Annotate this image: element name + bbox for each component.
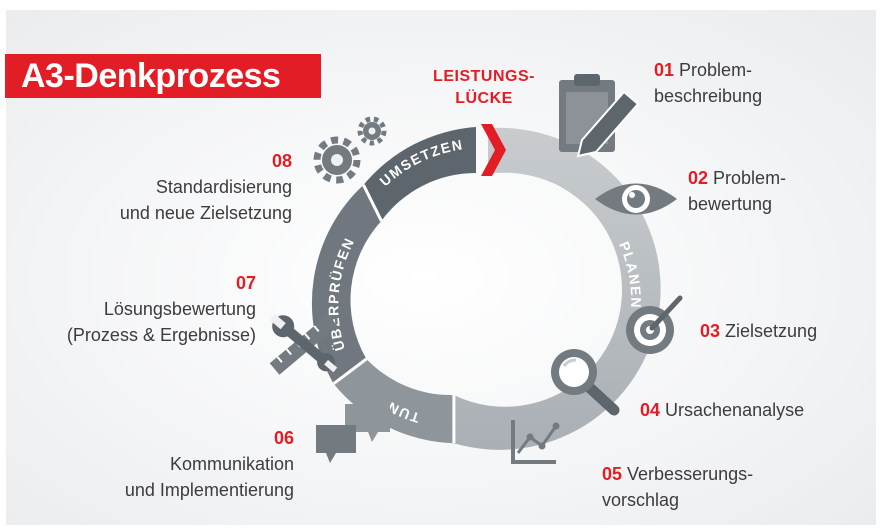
magnifier-icon <box>551 349 620 416</box>
eye-icon <box>595 183 677 215</box>
step-text-line1: Ursachenanalyse <box>665 400 805 420</box>
step-text-line1: Kommunikation <box>169 454 294 474</box>
step-text-line2: bewertung <box>688 194 773 214</box>
step-number: 06 <box>273 428 294 448</box>
page-title: A3-Denkprozess <box>21 57 281 95</box>
step-text-line1: Lösungsbewertung <box>103 299 256 319</box>
gap-label: LEISTUNGS- LÜCKE <box>420 66 548 110</box>
gap-label-line1: LEISTUNGS- <box>433 68 535 85</box>
title-badge <box>5 54 321 98</box>
step-number: 03 <box>700 321 721 341</box>
ring-segment-planen <box>453 127 661 450</box>
wrench-ruler-icon <box>269 314 338 375</box>
step-text-line2: beschreibung <box>654 86 763 106</box>
clipboard-pencil-icon <box>559 74 640 158</box>
step-text-line1: Problem- <box>713 168 787 188</box>
chart-icon <box>511 420 560 464</box>
step-text-line1: Verbesserungs- <box>627 464 754 484</box>
speech-bubbles-icon <box>316 404 390 463</box>
step-number: 08 <box>271 151 292 171</box>
ring-segment-ueberpruefen <box>311 184 382 384</box>
step-06-label: 06 Kommunikation und Implementierung <box>125 425 294 503</box>
step-text-line2: und neue Zielsetzung <box>119 203 292 223</box>
target-icon <box>626 295 683 354</box>
step-text-line2: (Prozess & Ergebnisse) <box>66 325 256 345</box>
step-text-line1: Zielsetzung <box>725 321 818 341</box>
ring-segment-tun <box>333 359 454 444</box>
step-text-line1: Standardisierung <box>155 177 292 197</box>
gap-label-line2: LÜCKE <box>455 90 513 107</box>
step-07-label: 07 Lösungsbewertung (Prozess & Ergebniss… <box>67 270 256 348</box>
gears-icon <box>313 116 387 184</box>
step-number: 01 <box>654 60 675 80</box>
gap-chevron-icon <box>481 124 506 176</box>
step-text-line1: Problem- <box>679 60 753 80</box>
step-number: 02 <box>688 168 709 188</box>
step-text-line2: vorschlag <box>602 490 680 510</box>
step-text-line2: und Implementierung <box>124 480 294 500</box>
ring-segment-umsetzen <box>363 127 476 221</box>
step-08-label: 08 Standardisierung und neue Zielsetzung <box>120 148 292 226</box>
step-number: 05 <box>602 464 623 484</box>
step-number: 04 <box>640 400 661 420</box>
step-number: 07 <box>235 273 256 293</box>
